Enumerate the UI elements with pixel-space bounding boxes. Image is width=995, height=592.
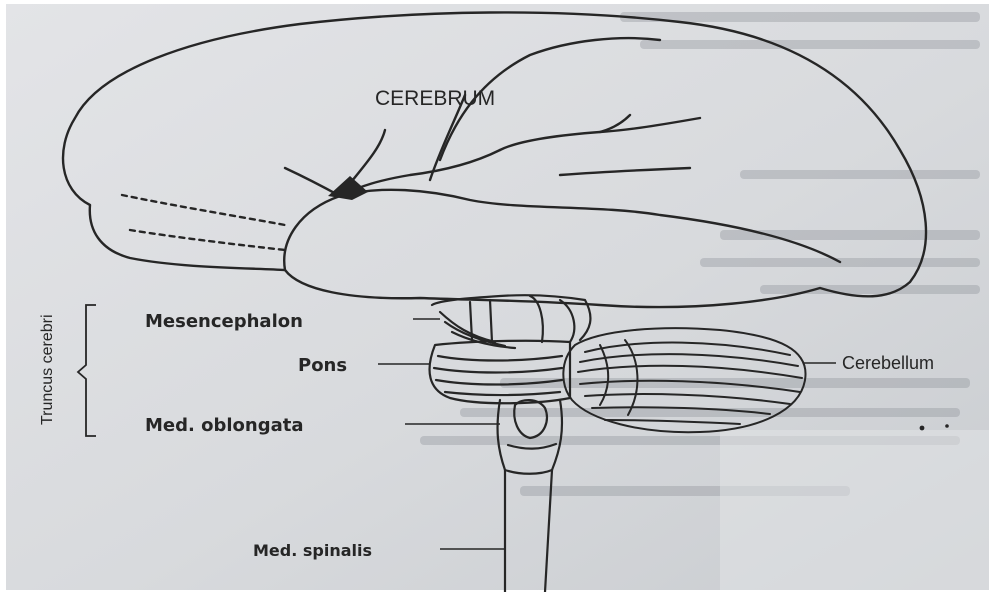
paper-fold-highlight xyxy=(720,430,989,590)
label-cerebellum: Cerebellum xyxy=(842,353,934,373)
ink-speck xyxy=(945,424,949,428)
label-pons: Pons xyxy=(298,355,347,376)
ink-speck xyxy=(920,426,925,431)
label-med-spinalis: Med. spinalis xyxy=(253,541,372,560)
label-cerebrum: CEREBRUM xyxy=(375,87,495,110)
label-mesencephalon: Mesencephalon xyxy=(145,311,303,332)
label-med-oblongata: Med. oblongata xyxy=(145,415,304,436)
label-truncus-cerebri: Truncus cerebri xyxy=(39,314,56,425)
